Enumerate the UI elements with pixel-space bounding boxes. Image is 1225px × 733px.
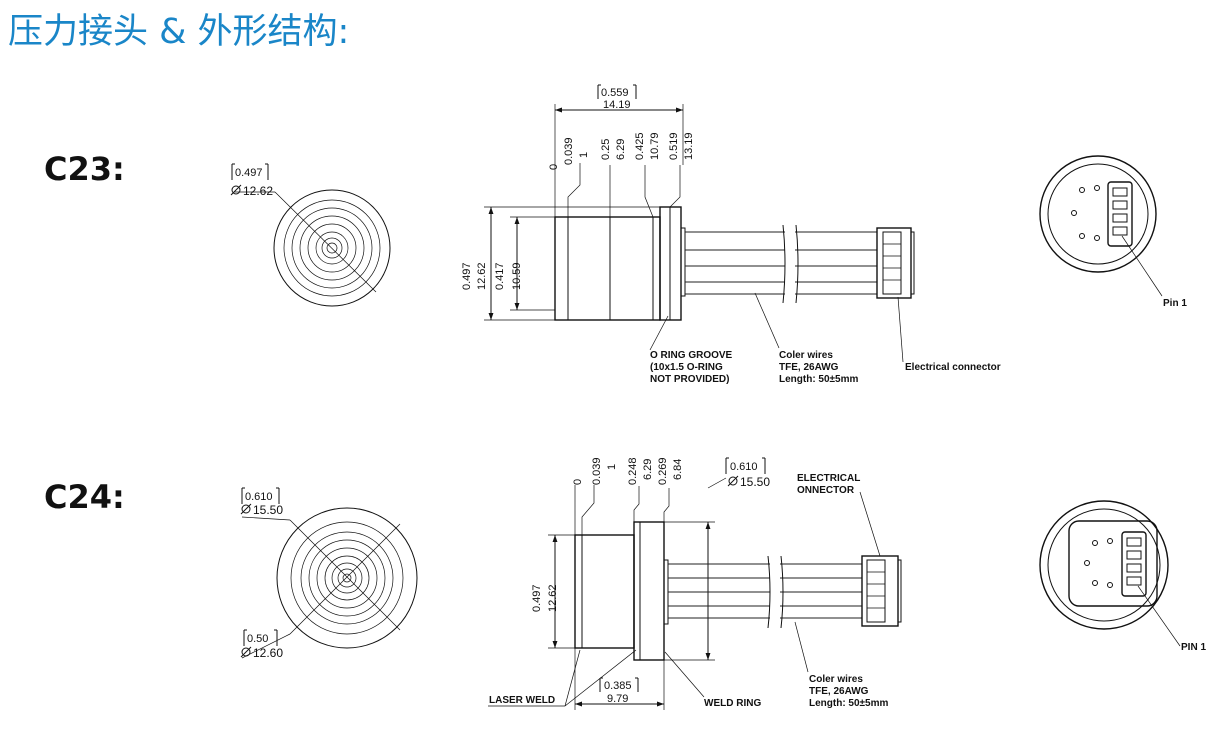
c23-front-dim-mm: 12.62: [243, 184, 273, 198]
c23-connector: [876, 227, 915, 299]
c23-side-dim-2-in: 0.417: [494, 262, 506, 290]
c24-front-dim-inner-in: 0.50: [247, 633, 268, 645]
c23-dim-b-in: 0.25: [600, 139, 612, 160]
c24-front-dim-inner-mm: 12.60: [253, 646, 283, 660]
c23-connector-callout: Electrical connector: [905, 362, 1001, 373]
c24-bottom-dimension: 0.385 9.79: [599, 677, 639, 705]
c24-connector-callout: ELECTRICAL ONNECTOR: [797, 473, 863, 496]
c24-flange-dimension: 0.610 15.50: [725, 457, 770, 489]
c23-wires: [685, 224, 877, 304]
c23-dim-c-mm: 10.79: [649, 132, 661, 160]
c23-dim-a-in: 0.039: [563, 137, 575, 165]
c23-side-dim-2-mm: 10.59: [511, 262, 523, 290]
c23-dim-a-mm: 1: [578, 152, 590, 158]
c23-front-dimension: 0.497 12.62: [230, 163, 273, 198]
c24-bottom-dim-in: 0.385: [604, 680, 632, 692]
c23-side-dim-1-mm: 12.62: [476, 262, 488, 290]
c23-wires-callout: Coler wires TFE, 26AWG Length: 50±5mm: [779, 350, 858, 385]
c24-connector: [861, 555, 902, 627]
c23-dim-d-in: 0.519: [668, 132, 680, 160]
c24-front-dimension-outer: 0.610 15.50: [240, 487, 283, 517]
c24-wires-callout: Coler wires TFE, 26AWG Length: 50±5mm: [809, 674, 888, 709]
c23-side-dim-1-in: 0.497: [461, 262, 473, 290]
c24-bottom-dim-mm: 9.79: [607, 693, 628, 705]
c24-dim-a-in: 0.039: [591, 457, 603, 485]
c23-side-view: 0.497 12.62 0.417 10.59: [461, 104, 686, 321]
c24-callouts: ELECTRICAL ONNECTOR LASER WELD WELD RING…: [488, 473, 1206, 709]
c24-front-dim-outer-mm: 15.50: [253, 503, 283, 517]
c24-front-dim-outer-in: 0.610: [245, 491, 273, 503]
c24-front-dimension-inner: 0.50 12.60: [240, 629, 283, 660]
c24-front-view: 0.610 15.50 0.50 12.60: [240, 487, 418, 660]
c24-weld-ring-label: WELD RING: [704, 698, 761, 709]
c24-pin-label: PIN 1: [1181, 642, 1206, 653]
c24-rear-view: [1039, 500, 1181, 647]
page-title: 压力接头 & 外形结构:: [8, 12, 350, 52]
c23-rear-view: [1039, 155, 1163, 297]
c23-oring-callout: O RING GROOVE (10x1.5 O-RING NOT PROVIDE…: [650, 350, 735, 385]
c24-flange-dim-in: 0.610: [730, 461, 758, 473]
c24-laser-weld-label: LASER WELD: [489, 695, 555, 706]
c23-pin-label: Pin 1: [1163, 298, 1187, 309]
c23-dim-zero: 0: [548, 164, 560, 170]
c24-side-dim-mm: 12.62: [547, 584, 559, 612]
c23-variant-label: C23:: [44, 150, 125, 188]
c23-dim-d-mm: 13.19: [683, 132, 695, 160]
c24-dim-a-mm: 1: [606, 464, 618, 470]
c24-dim-c-in: 0.269: [657, 457, 669, 485]
c24-wires: [668, 555, 862, 629]
c24-dim-b-in: 0.248: [627, 457, 639, 485]
c24-side-dim-in: 0.497: [531, 584, 543, 612]
c24-dim-c-mm: 6.84: [672, 459, 684, 480]
c23-callouts: O RING GROOVE (10x1.5 O-RING NOT PROVIDE…: [649, 292, 1187, 385]
c23-dim-overall-mm: 14.19: [603, 99, 631, 111]
c23-dim-b-mm: 6.29: [615, 139, 627, 160]
c24-top-dimensions: 0 0.039 1 0.248 6.29 0.269 6.84 0.610 15…: [572, 457, 770, 705]
c23-front-view: 0.497 12.62: [230, 163, 391, 307]
c23-front-dim-in: 0.497: [235, 167, 263, 179]
c23-top-dimensions: 0.559 14.19 0 0.039 1 0.25 6.29 0.425 10…: [548, 84, 695, 170]
c23-dim-c-in: 0.425: [634, 132, 646, 160]
c24-dim-b-mm: 6.29: [642, 459, 654, 480]
c24-flange-dim-mm: 15.50: [740, 475, 770, 489]
c24-variant-label: C24:: [44, 478, 125, 516]
c23-dim-overall-in: 0.559: [601, 87, 629, 99]
c24-dim-zero: 0: [572, 479, 584, 485]
c24-side-view: 0.497 12.62: [531, 477, 727, 710]
